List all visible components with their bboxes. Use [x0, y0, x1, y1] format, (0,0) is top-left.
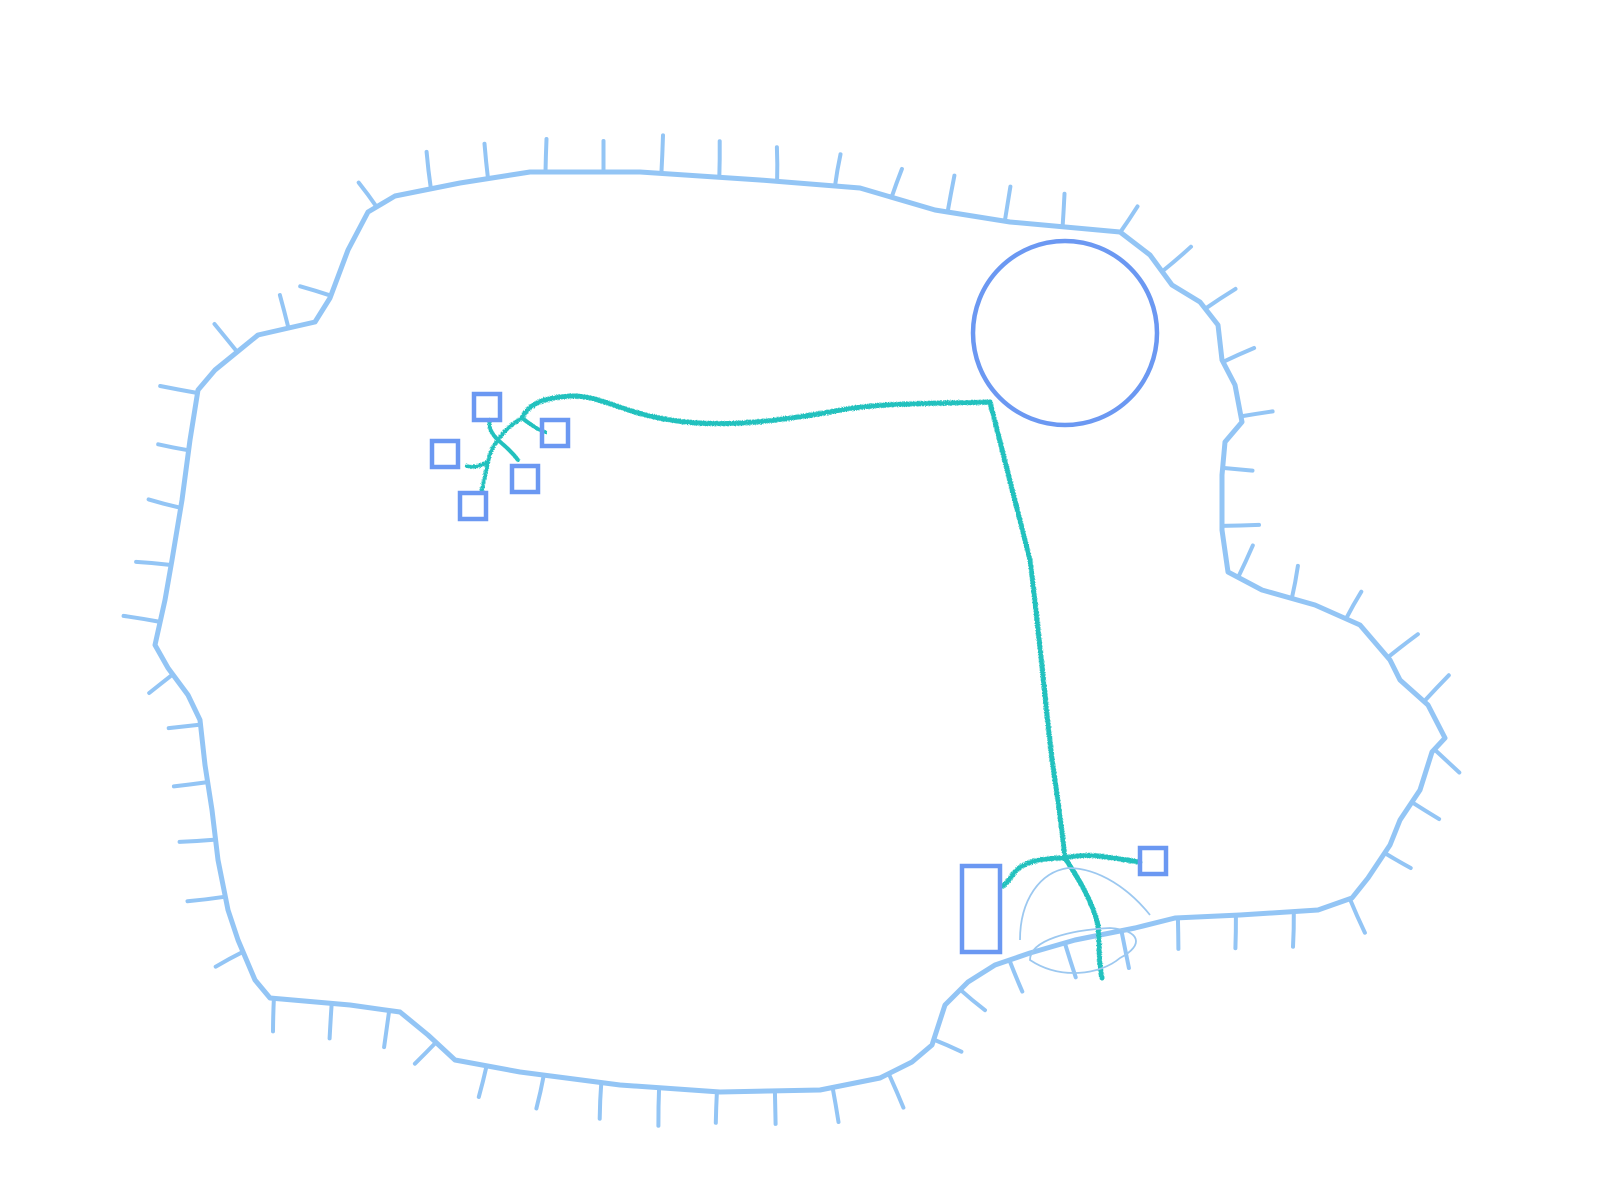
hachure-tick	[356, 180, 379, 209]
hachure-tick	[1291, 909, 1296, 949]
tall-rectangle-structure	[959, 863, 1003, 955]
hachure-tick	[166, 722, 203, 731]
hachure-tick	[1118, 204, 1140, 235]
hachure-tick	[886, 1071, 906, 1110]
hachure-tick	[134, 559, 174, 567]
hachure-tick	[1160, 244, 1193, 274]
cluster-square-5	[457, 490, 489, 522]
path-lower-spur	[1062, 855, 1105, 981]
path-cluster-branch-2	[487, 418, 500, 442]
hachure-tick	[1422, 673, 1451, 704]
path-cluster-branch-1	[486, 416, 524, 464]
hachure-tick	[931, 1037, 964, 1054]
hachure-tick	[156, 442, 191, 453]
lens-outline	[1019, 867, 1151, 974]
hachure-tick	[1060, 191, 1067, 229]
hachure-tick	[171, 780, 210, 789]
hachure-tick	[1238, 409, 1275, 419]
hachure-tick	[271, 996, 276, 1034]
hachure-tick	[1062, 941, 1078, 980]
hachure-tick	[1409, 800, 1442, 822]
hachure-tick	[382, 1008, 392, 1050]
hachure-tick	[1175, 915, 1181, 951]
path-cluster-branch-3	[496, 438, 520, 462]
path-network	[465, 393, 1143, 981]
hachure-tick	[1002, 184, 1013, 224]
lens-outer	[1019, 867, 1151, 941]
cluster-square-1	[471, 391, 503, 423]
boundary-outline	[152, 169, 1448, 1095]
hachure-tick	[958, 987, 987, 1013]
hachure-tick	[1220, 465, 1255, 473]
hachure-tick	[830, 1085, 841, 1124]
hachure-tick	[412, 1040, 438, 1066]
hachure-tick	[1220, 522, 1261, 528]
path-cluster-branch-4	[465, 460, 490, 469]
cluster-square-3	[429, 438, 461, 470]
hachure-tick	[327, 1001, 334, 1041]
hachure-tick	[121, 613, 163, 624]
hachure-tick	[1007, 958, 1025, 994]
hachure-tick	[543, 137, 549, 174]
lens-inner	[1029, 927, 1137, 974]
hachure-tick	[1289, 563, 1300, 601]
path-lower-left-branch	[1000, 855, 1068, 889]
small-square-structure	[1137, 845, 1169, 877]
hachure-tick	[277, 293, 291, 331]
hachure-tick	[185, 894, 228, 904]
hachure-tick	[482, 141, 490, 181]
path-lower-right-branch	[1062, 852, 1143, 865]
hachure-tick	[298, 284, 333, 298]
hachure-tick	[1221, 346, 1257, 364]
hachure-tick	[656, 1085, 662, 1128]
cluster-square-2	[539, 417, 571, 449]
hachure-tick	[213, 949, 245, 969]
hachure-tick	[772, 1088, 778, 1126]
hachure-tick	[424, 149, 433, 191]
hachure-tick	[1347, 896, 1367, 935]
hachure-tick	[1236, 543, 1255, 580]
hachure-tick	[146, 497, 183, 510]
hachure-tick	[1344, 589, 1364, 621]
hachure-tick	[476, 1063, 489, 1099]
hachure-tick	[833, 152, 843, 188]
hachure-tick	[158, 384, 200, 395]
hachure-tick	[177, 837, 218, 844]
hachure-tick	[147, 672, 175, 695]
square-cluster	[429, 391, 571, 522]
hachure-tick	[1233, 913, 1238, 951]
hachure-tick	[1119, 928, 1131, 970]
hachure-tick	[212, 322, 240, 354]
hachure-tick	[1203, 286, 1238, 311]
hachure-tick	[1382, 851, 1413, 870]
path-cluster-branch-5	[480, 460, 490, 492]
hachure-tick	[945, 173, 957, 214]
hachure-tick	[597, 1080, 604, 1121]
hachure-tick	[534, 1073, 546, 1111]
path-upper-horizontal	[519, 393, 993, 427]
hachure-tick	[659, 133, 665, 176]
cluster-square-4	[509, 463, 541, 495]
path-vertical	[987, 399, 1068, 861]
hachure-tick	[713, 1089, 719, 1125]
hachure-tick	[1385, 632, 1420, 660]
site-boundary	[121, 133, 1462, 1128]
hachure-tick	[1432, 747, 1462, 775]
large-circle-structure	[970, 238, 1160, 428]
hachure-tick	[889, 167, 904, 200]
boundary-hachure-marks	[121, 133, 1462, 1128]
